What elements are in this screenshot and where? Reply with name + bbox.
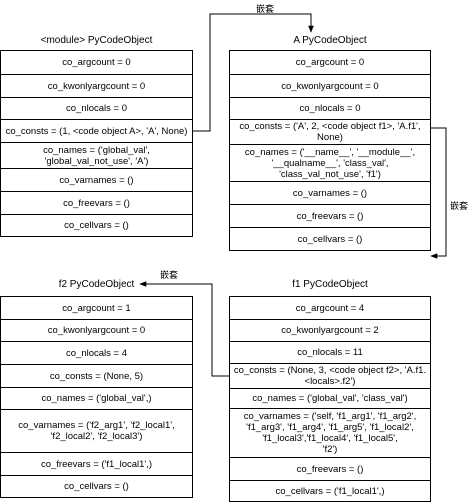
f1-row-names: co_names = ('global_val', 'class_val') bbox=[230, 388, 430, 408]
a-object-title: A PyCodeObject bbox=[293, 35, 367, 46]
f2-row-argcount: co_argcount = 1 bbox=[62, 302, 131, 314]
module-row-varnames: co_varnames = () bbox=[1, 168, 192, 191]
f2-row-cellvars: co_cellvars = () bbox=[1, 475, 192, 497]
a-row-cellvars: co_cellvars = () bbox=[230, 227, 430, 250]
nest-arrow-f1-to-f2 bbox=[139, 281, 230, 377]
f2-row-names: co_names = ('global_val',) bbox=[1, 387, 192, 409]
a-row-kwonlyargcount: co_kwonlyargcount = 0 bbox=[230, 74, 430, 97]
module-row-cellvars: co_cellvars = () bbox=[1, 214, 192, 236]
f1-row-varnames: co_varnames = ('self, 'f1_arg1', 'f1_arg… bbox=[230, 408, 430, 457]
f2-row-kwonlyargcount: co_kwonlyargcount = 0 bbox=[1, 319, 192, 341]
module-row-kwonlyargcount: co_kwonlyargcount = 0 bbox=[1, 74, 192, 97]
nested-label-top: 嵌套 bbox=[256, 4, 275, 14]
module-object-title: <module> PyCodeObject bbox=[40, 35, 153, 46]
a-row-consts: co_consts = ('A', 2, <code object f1>, '… bbox=[230, 119, 430, 144]
f2-row-freevars: co_freevars = ('f1_local1',) bbox=[1, 452, 192, 475]
a-row-names: co_names = ('__name__', '__module__', '_… bbox=[230, 144, 430, 181]
f1-row-nlocals: co_nlocals = 11 bbox=[230, 341, 430, 363]
f1-code-object: co_argcount = 4 co_kwonlyargcount = 2 co… bbox=[229, 296, 431, 502]
f2-code-object: co_argcount = 1 co_kwonlyargcount = 0 co… bbox=[0, 296, 193, 498]
module-row-argcount: co_argcount = 0 bbox=[62, 57, 131, 68]
f1-row-argcount: co_argcount = 4 bbox=[295, 302, 365, 314]
nest-arrow-a-to-f1 bbox=[430, 127, 447, 259]
module-row-names: co_names = ('global_val', 'global_val_no… bbox=[1, 142, 192, 168]
module-row-nlocals: co_nlocals = 0 bbox=[1, 97, 192, 119]
f1-row-consts: co_consts = (None, 3, <code object f2>, … bbox=[230, 363, 430, 388]
f1-row-cellvars: co_cellvars = ('f1_local1',) bbox=[230, 480, 430, 501]
a-row-varnames: co_varnames = () bbox=[230, 181, 430, 204]
f1-object-title: f1 PyCodeObject bbox=[292, 279, 368, 290]
f1-row-kwonlyargcount: co_kwonlyargcount = 2 bbox=[230, 319, 430, 341]
module-row-freevars: co_freevars = () bbox=[1, 191, 192, 214]
f2-row-varnames: co_varnames = ('f2_arg1', 'f2_local1', '… bbox=[1, 409, 192, 452]
module-row-consts: co_consts = (1, <code object A>, 'A', No… bbox=[1, 119, 192, 142]
nested-label-middle: 嵌套 bbox=[160, 270, 179, 280]
f1-row-freevars: co_freevars = () bbox=[230, 457, 430, 480]
nested-label-right: 嵌套 bbox=[450, 201, 469, 211]
f2-row-consts: co_consts = (None, 5) bbox=[1, 364, 192, 387]
nest-arrow-module-to-a bbox=[193, 13, 314, 132]
f2-row-nlocals: co_nlocals = 4 bbox=[1, 341, 192, 364]
a-row-argcount: co_argcount = 0 bbox=[295, 57, 365, 68]
a-row-nlocals: co_nlocals = 0 bbox=[230, 97, 430, 119]
a-code-object: co_argcount = 0 co_kwonlyargcount = 0 co… bbox=[229, 50, 431, 251]
module-code-object: co_argcount = 0 co_kwonlyargcount = 0 co… bbox=[0, 50, 193, 237]
a-row-freevars: co_freevars = () bbox=[230, 204, 430, 227]
f2-object-title: f2 PyCodeObject bbox=[58, 279, 135, 290]
